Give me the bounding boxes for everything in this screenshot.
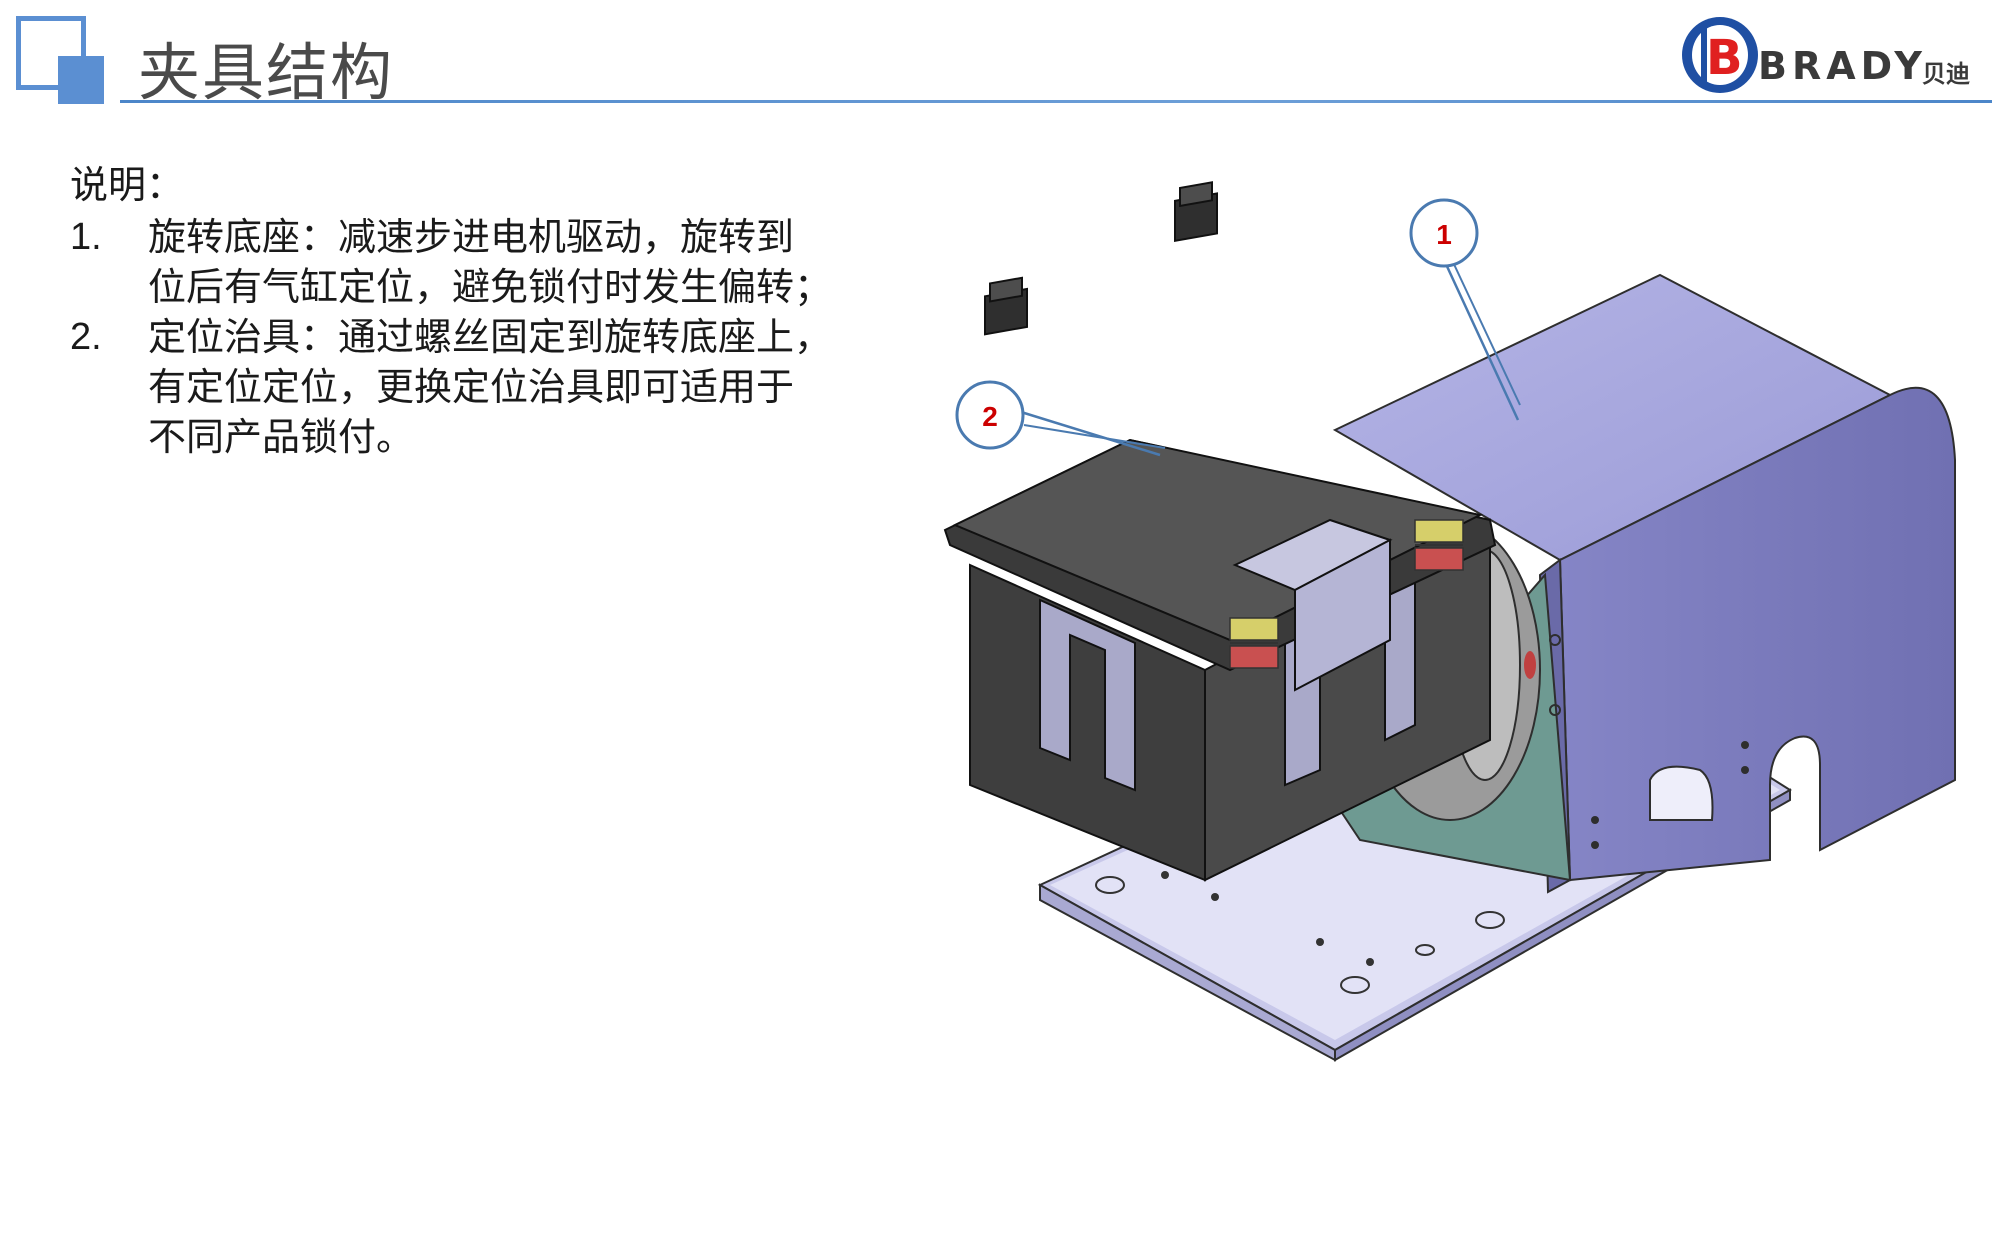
- rotary-base-housing: [1332, 273, 1956, 894]
- brady-logo: B: [1682, 17, 1758, 93]
- description-heading: 说明：: [70, 163, 185, 207]
- callout-2: 2: [955, 380, 1166, 457]
- title-underline: [120, 100, 1992, 103]
- callout-1: 1: [1409, 198, 1521, 421]
- logo-wordmark: BRADY: [1758, 44, 1927, 88]
- callout-2-label: 2: [982, 401, 998, 432]
- corner-decoration: [16, 16, 86, 90]
- hinge-right: [1414, 519, 1464, 571]
- list-item-line: 定位治具：通过螺丝固定到旋转底座上，: [148, 315, 833, 359]
- toggle-clamp: [984, 276, 1028, 336]
- list-item-number: 1.: [70, 216, 102, 258]
- corner-decoration-fill: [58, 56, 104, 104]
- callout-1-label: 1: [1436, 219, 1452, 250]
- list-item: 1. 旋转底座：减速步进电机驱动，旋转到 位后有气缸定位，避免锁付时发生偏转；: [70, 212, 890, 312]
- list-item-number: 2.: [70, 316, 102, 358]
- logo-chinese: 贝迪: [1922, 60, 1970, 88]
- list-item-line: 有定位定位，更换定位治具即可适用于: [148, 365, 795, 409]
- hinge-front: [1229, 617, 1279, 669]
- toggle-clamp: [1174, 181, 1218, 242]
- logo-letter: B: [1706, 30, 1743, 86]
- list-item-line: 位后有气缸定位，避免锁付时发生偏转；: [148, 265, 833, 309]
- positioning-fixture: [943, 181, 1497, 882]
- description-block: 说明： 1. 旋转底座：减速步进电机驱动，旋转到 位后有气缸定位，避免锁付时发生…: [70, 160, 890, 462]
- list-item: 2. 定位治具：通过螺丝固定到旋转底座上， 有定位定位，更换定位治具即可适用于 …: [70, 312, 890, 462]
- list-item-line: 旋转底座：减速步进电机驱动，旋转到: [148, 215, 795, 259]
- page-title: 夹具结构: [138, 36, 395, 109]
- list-item-line: 不同产品锁付。: [148, 415, 415, 459]
